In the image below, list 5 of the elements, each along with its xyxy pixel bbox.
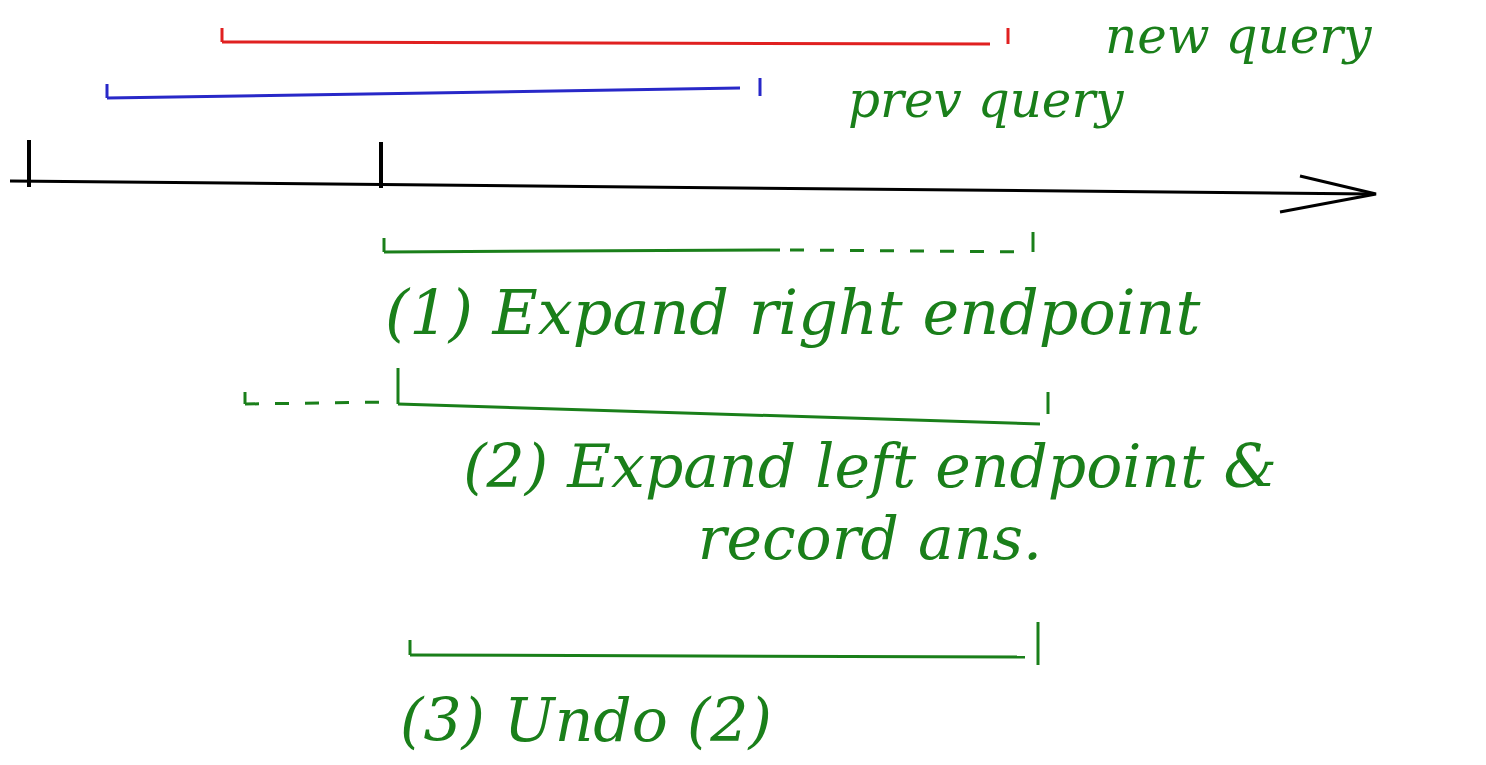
handwritten-note: (2) Expand left endpoint & record ans. [462,430,1278,574]
handwritten-note: (3) Undo (2) [400,684,773,756]
handwritten-note: (1) Expand right endpoint [385,276,1202,351]
handwritten-note: new query [1105,6,1373,66]
handwritten-note: prev query [848,70,1125,130]
